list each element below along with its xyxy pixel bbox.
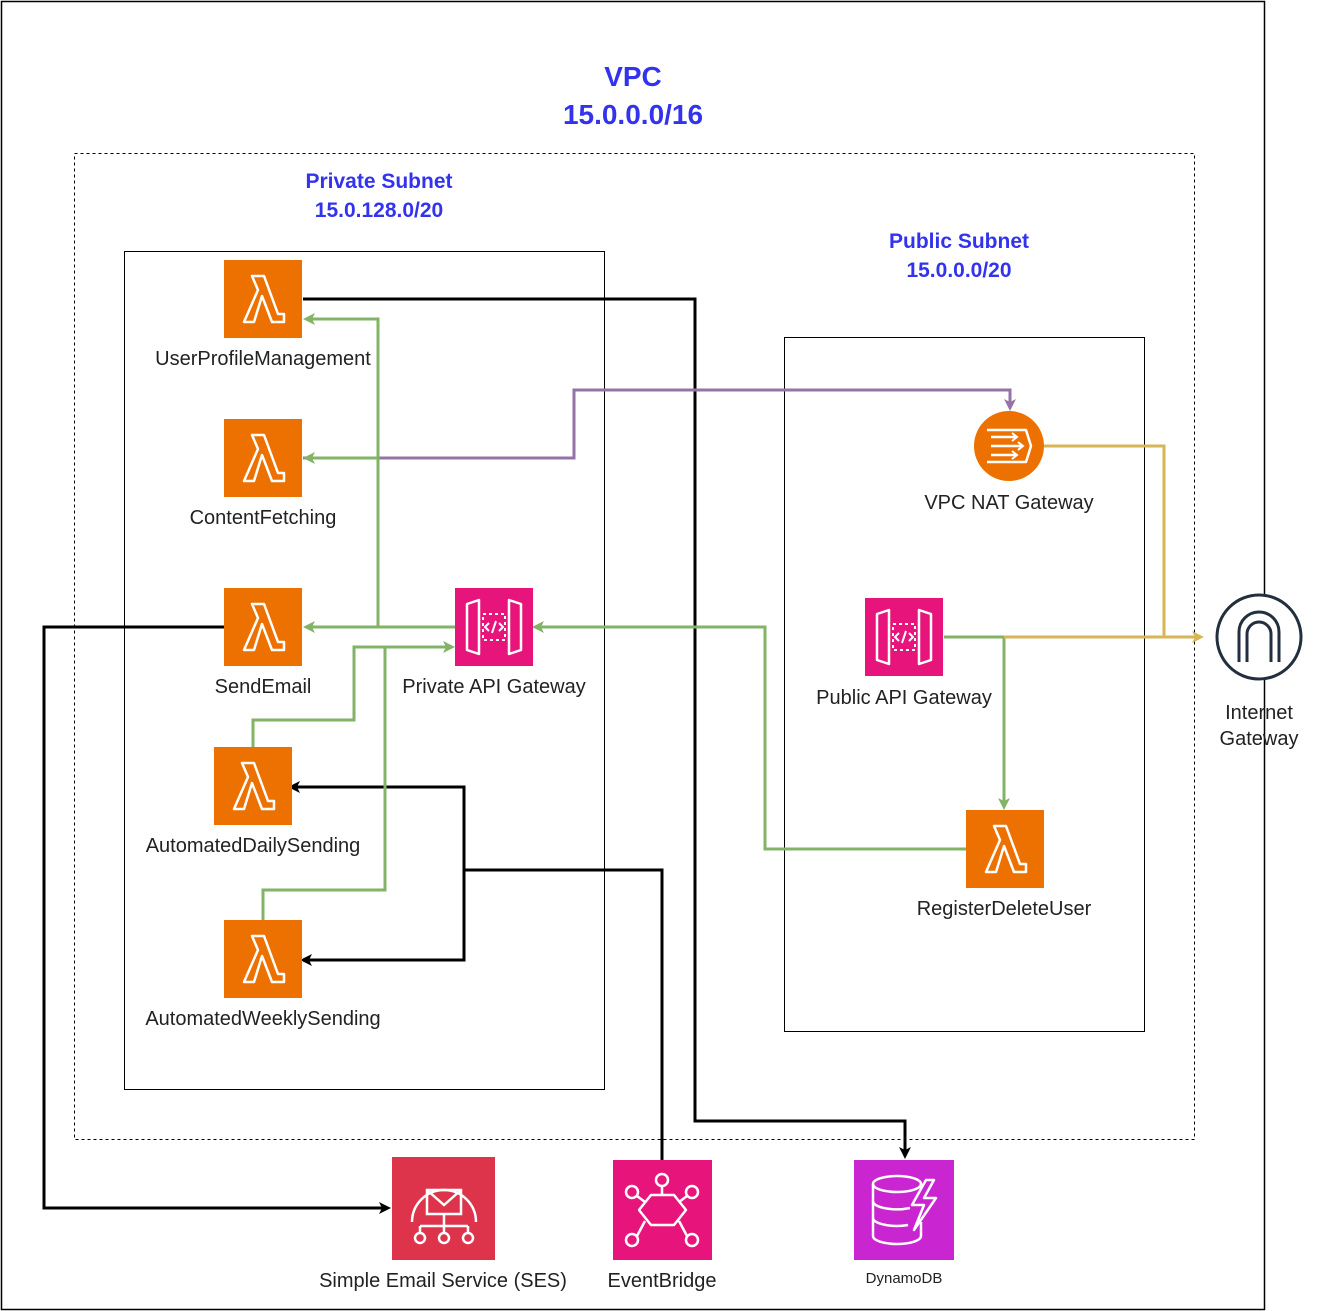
- edge-nat-internet: [1044, 444, 1166, 637]
- node-label-line2: Gateway: [1220, 728, 1299, 750]
- node-automatedweeklysending[interactable]: AutomatedWeeklySending: [145, 920, 381, 1030]
- edge-userprofile-dynamodb: [303, 297, 911, 1159]
- edge-contentfetching-nat: [303, 388, 1016, 460]
- api-gateway-icon: [865, 598, 943, 676]
- private-subnet-box: [124, 251, 605, 1090]
- node-label: UserProfileManagement: [155, 348, 371, 370]
- node-contentfetching[interactable]: ContentFetching: [190, 419, 337, 529]
- node-private-api-gateway[interactable]: Private API Gateway: [402, 588, 586, 698]
- private-subnet-title: Private Subnet: [305, 170, 452, 193]
- node-internet-gateway[interactable]: Internet Gateway: [1215, 593, 1303, 750]
- edge-weekly-privateapi: [261, 647, 387, 920]
- nat-gateway-icon: [974, 411, 1044, 481]
- api-gateway-icon: [455, 588, 533, 666]
- vpc-cidr: 15.0.0.0/16: [563, 99, 703, 130]
- lambda-icon: [224, 588, 302, 666]
- public-subnet-box: [784, 337, 1145, 1032]
- node-label: Simple Email Service (SES): [319, 1270, 567, 1292]
- node-registerdeleteuser[interactable]: RegisterDeleteUser: [917, 810, 1092, 920]
- vpc-border: [0, 0, 1266, 1311]
- edge-sendemail-ses: [42, 625, 391, 1214]
- lambda-icon: [214, 747, 292, 825]
- node-label: RegisterDeleteUser: [917, 898, 1092, 920]
- dynamodb-icon: [854, 1160, 954, 1260]
- public-subnet-cidr: 15.0.0.0/20: [906, 259, 1011, 282]
- edge-publicapi-register: [944, 635, 1010, 810]
- node-public-api-gateway[interactable]: Public API Gateway: [816, 598, 992, 709]
- node-userprofilemanagement[interactable]: UserProfileManagement: [155, 260, 371, 370]
- edge-daily-privateapi: [251, 641, 455, 747]
- internet-gateway-icon: [1215, 593, 1303, 681]
- edge-eventbridge-daily: [288, 781, 466, 870]
- node-label: DynamoDB: [866, 1270, 943, 1287]
- lambda-icon: [224, 920, 302, 998]
- node-eventbridge[interactable]: EventBridge: [608, 1160, 717, 1292]
- lambda-icon: [224, 419, 302, 497]
- edge-register-privateapi: [532, 621, 966, 851]
- public-subnet-title: Public Subnet: [889, 230, 1029, 253]
- node-label: Public API Gateway: [816, 687, 992, 709]
- lambda-icon: [224, 260, 302, 338]
- node-automateddailysending[interactable]: AutomatedDailySending: [146, 747, 361, 857]
- node-label: EventBridge: [608, 1270, 717, 1292]
- node-label: VPC NAT Gateway: [924, 492, 1093, 514]
- vpc-title: VPC: [604, 61, 662, 92]
- edge-eventbridge-trunk: [464, 868, 664, 1160]
- lambda-icon: [966, 810, 1044, 888]
- private-subnet-cidr: 15.0.128.0/20: [315, 199, 443, 222]
- node-label: SendEmail: [215, 676, 312, 698]
- node-sendemail[interactable]: SendEmail: [215, 588, 312, 698]
- eventbridge-icon: [613, 1160, 712, 1260]
- node-label: ContentFetching: [190, 507, 337, 529]
- subnets-boundary: [74, 153, 1195, 1140]
- node-label: AutomatedWeeklySending: [145, 1008, 380, 1030]
- node-vpc-nat-gateway[interactable]: VPC NAT Gateway: [924, 411, 1094, 514]
- node-label-line1: Internet: [1225, 702, 1293, 724]
- edge-eventbridge-weekly: [300, 870, 466, 966]
- node-label: Private API Gateway: [402, 676, 585, 698]
- node-dynamodb[interactable]: DynamoDB: [854, 1160, 954, 1287]
- node-ses[interactable]: Simple Email Service (SES): [319, 1157, 567, 1292]
- node-label: AutomatedDailySending: [146, 835, 361, 857]
- ses-icon: [392, 1157, 495, 1260]
- edge-privateapi-userprofile: [303, 313, 380, 627]
